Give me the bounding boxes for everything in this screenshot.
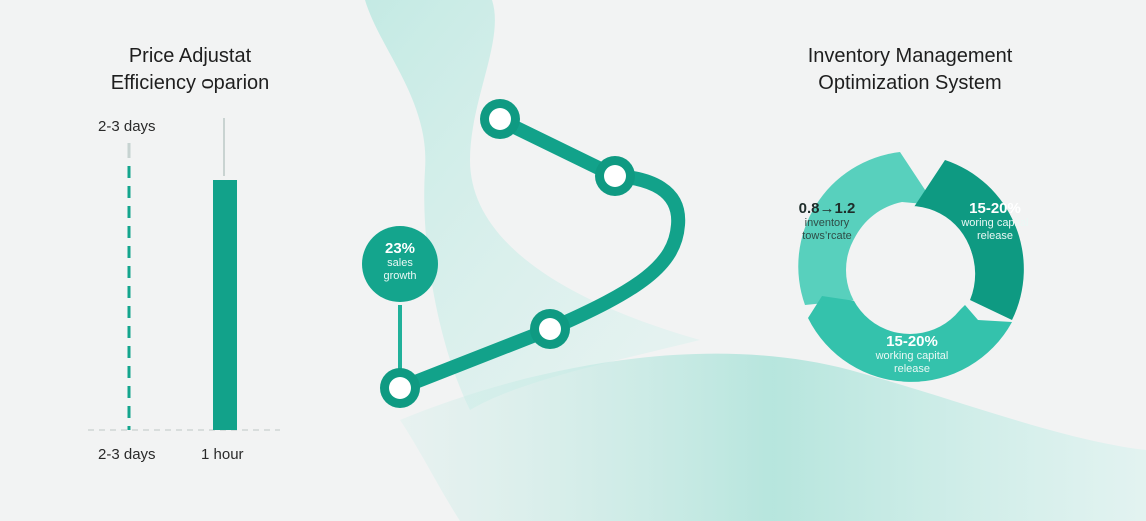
segment-capital-bottom-line1: working capital bbox=[875, 350, 949, 362]
growth-path-line bbox=[393, 113, 686, 395]
background-swoosh-bottom bbox=[400, 353, 1146, 521]
path-node-4 bbox=[480, 99, 520, 139]
segment-inventory-value: 0.8→1.2 bbox=[798, 200, 856, 217]
segment-capital-right-line2: release bbox=[976, 230, 1014, 242]
segment-capital-right-text: 15-20% woring capital release bbox=[948, 200, 1042, 243]
path-node-3 bbox=[595, 156, 635, 196]
inventory-title-line2: Optimization System bbox=[818, 72, 1002, 94]
inventory-title-line1: Inventory Management bbox=[807, 45, 1013, 67]
segment-inventory-line1: inventory bbox=[804, 217, 850, 229]
growth-bubble-text: 23% sales growth bbox=[362, 240, 438, 283]
segment-capital-right-line1: woring capital bbox=[961, 217, 1029, 229]
dashed-bar-label: 2-3 days bbox=[98, 446, 156, 463]
efficiency-title-line2: Efficiency ᴑparion bbox=[110, 72, 270, 94]
segment-capital-bottom-value: 15-20% bbox=[886, 333, 938, 350]
background-swoosh-top bbox=[365, 0, 700, 410]
growth-value: 23% bbox=[384, 240, 416, 257]
efficiency-comparison-title: Price Adjustat Efficiency ᴑparion bbox=[60, 43, 320, 97]
segment-inventory-line2: tows’rcate bbox=[802, 230, 852, 242]
segment-capital-bottom-text: 15-20% working capital release bbox=[862, 333, 962, 376]
growth-label-line1: sales bbox=[387, 257, 413, 269]
segment-capital-bottom-line2: release bbox=[893, 363, 931, 375]
bar-comparison-chart bbox=[88, 118, 280, 431]
segment-inventory-text: 0.8→1.2 inventory tows’rcate bbox=[782, 200, 872, 243]
segment-capital-right-value: 15-20% bbox=[969, 200, 1021, 217]
solid-bar-label: 1 hour bbox=[201, 446, 244, 463]
inventory-system-title: Inventory Management Optimization System bbox=[770, 43, 1050, 97]
donut-hole bbox=[846, 206, 974, 334]
path-node-1 bbox=[380, 368, 420, 408]
top-axis-label: 2-3 days bbox=[98, 118, 156, 135]
growth-label-line2: growth bbox=[383, 270, 417, 282]
donut-segment-inventory bbox=[798, 152, 935, 305]
donut-segment-capital-right bbox=[912, 160, 1024, 320]
donut-segment-capital-bottom bbox=[808, 296, 1012, 382]
solid-bar bbox=[213, 180, 237, 430]
growth-bubble bbox=[362, 226, 438, 302]
efficiency-title-line1: Price Adjustat bbox=[128, 45, 252, 67]
path-node-2 bbox=[530, 309, 570, 349]
